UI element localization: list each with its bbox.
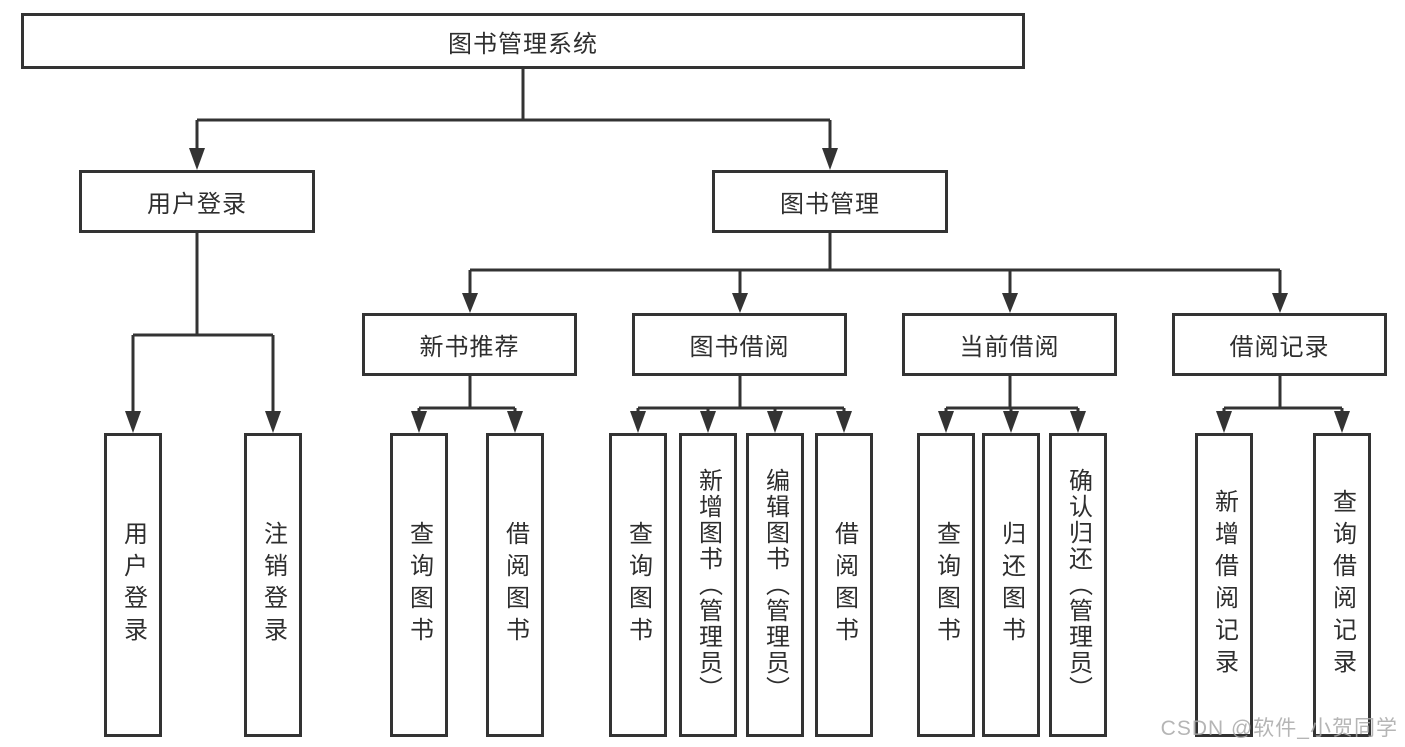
node-user-login: 用户登录 [79, 170, 315, 233]
leaf-return-book: 归还图书 [982, 433, 1040, 737]
arrow-down-icon [836, 411, 852, 433]
arrow-down-icon [1002, 293, 1018, 313]
leaf-edit-book-admin: 编辑图书（管理员） [746, 433, 804, 737]
node-library-system: 图书管理系统 [21, 13, 1025, 69]
node-borrow-record: 借阅记录 [1172, 313, 1387, 376]
leaf-user-login: 用户登录 [104, 433, 162, 737]
leaf-query-borrow-record: 查询借阅记录 [1313, 433, 1371, 737]
connector-borrow-record [1216, 376, 1350, 433]
arrow-down-icon [1070, 411, 1086, 433]
arrow-down-icon [125, 411, 141, 433]
arrow-down-icon [938, 411, 954, 433]
arrow-down-icon [767, 411, 783, 433]
leaf-query-book-recommend: 查询图书 [390, 433, 448, 737]
connector-book-management [462, 233, 1288, 313]
arrow-down-icon [630, 411, 646, 433]
leaf-borrow-book: 借阅图书 [815, 433, 873, 737]
arrow-down-icon [1216, 411, 1232, 433]
leaf-add-borrow-record: 新增借阅记录 [1195, 433, 1253, 737]
connector-new-book [411, 376, 523, 433]
arrow-down-icon [1003, 411, 1019, 433]
arrow-down-icon [822, 148, 838, 170]
arrow-down-icon [462, 293, 478, 313]
arrow-down-icon [732, 293, 748, 313]
arrow-down-icon [189, 148, 205, 170]
connector-book-borrow [630, 376, 852, 433]
leaf-query-book-borrow: 查询图书 [609, 433, 667, 737]
connector-user-login [125, 233, 281, 433]
connector-current-borrow [938, 376, 1086, 433]
arrow-down-icon [411, 411, 427, 433]
node-book-borrow: 图书借阅 [632, 313, 847, 376]
connector-root [189, 69, 838, 170]
node-current-borrow: 当前借阅 [902, 313, 1117, 376]
arrow-down-icon [507, 411, 523, 433]
arrow-down-icon [1334, 411, 1350, 433]
leaf-query-book-current: 查询图书 [917, 433, 975, 737]
arrow-down-icon [700, 411, 716, 433]
leaf-confirm-return-admin: 确认归还（管理员） [1049, 433, 1107, 737]
leaf-logout: 注销登录 [244, 433, 302, 737]
node-book-management: 图书管理 [712, 170, 948, 233]
arrow-down-icon [1272, 293, 1288, 313]
leaf-borrow-book-recommend: 借阅图书 [486, 433, 544, 737]
leaf-add-book-admin: 新增图书（管理员） [679, 433, 737, 737]
arrow-down-icon [265, 411, 281, 433]
node-new-book-recommend: 新书推荐 [362, 313, 577, 376]
